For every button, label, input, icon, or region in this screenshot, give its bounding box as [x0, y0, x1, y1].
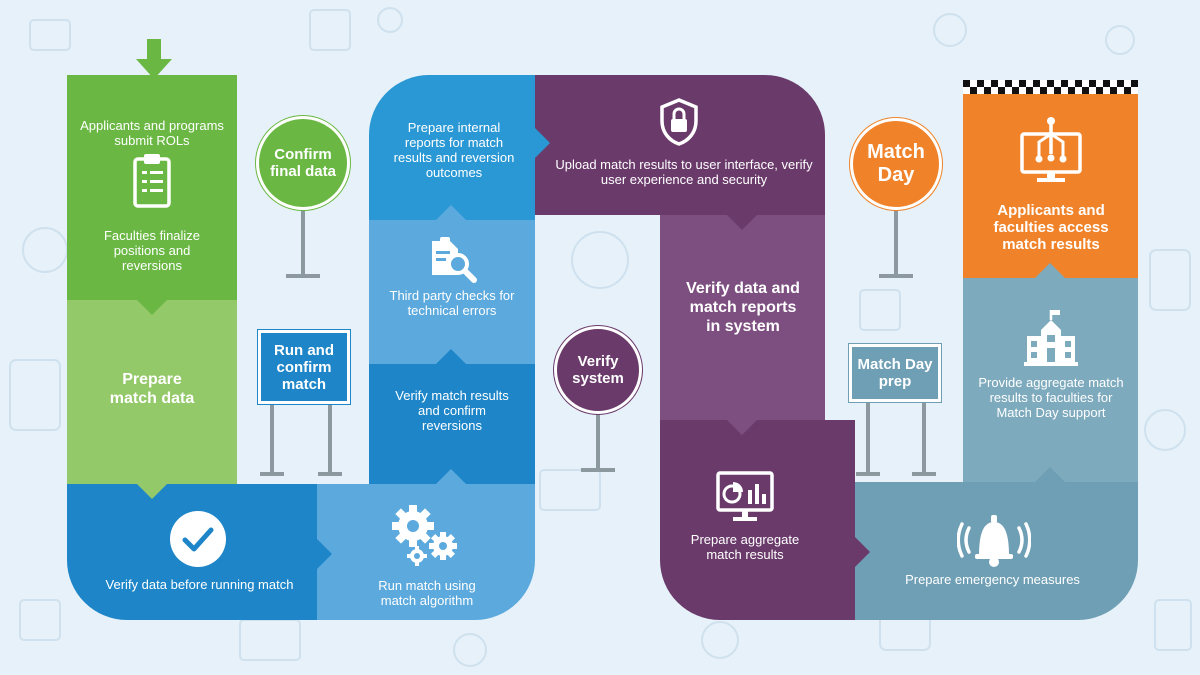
sign-verify-system: Verify system [554, 326, 642, 414]
match-day-prep-pole-left [866, 398, 870, 474]
step-provide-aggregate-label: Provide aggregate match results to facul… [978, 375, 1124, 420]
step-verify-reversions-label: Verify match results and confirm reversi… [395, 388, 509, 433]
step-internal-reports-label: Prepare internal reports for match resul… [393, 120, 515, 180]
sign-match-day-prep-label: Match Day prep [857, 356, 933, 390]
sign-match-day-prep: Match Day prep [849, 344, 941, 402]
step-finalize-label: Faculties finalize positions and reversi… [103, 228, 201, 273]
step-run-match-algorithm-tile: Run match using match algorithm [317, 484, 535, 620]
verify-system-base [581, 468, 615, 472]
step-emergency-measures-label: Prepare emergency measures [905, 572, 1080, 587]
checkmark-circle-icon [170, 511, 226, 567]
step-provide-aggregate-tile: Provide aggregate match results to facul… [963, 278, 1138, 482]
step-submit-rols-label: Applicants and programs submit ROLs [80, 118, 224, 148]
shield-lock-icon [660, 98, 698, 146]
down-arrow-icon [136, 39, 172, 79]
match-day-prep-base-left [856, 472, 880, 476]
sign-match-day-label: Match Day [867, 141, 925, 186]
step-aggregate-results-label: Prepare aggregate match results [690, 532, 800, 562]
match-day-prep-base-right [912, 472, 936, 476]
step-internal-reports-tile: Prepare internal reports for match resul… [369, 75, 535, 220]
match-day-base [879, 274, 913, 278]
gears-icon [392, 505, 457, 566]
run-confirm-base-right [318, 472, 342, 476]
confirm-final-base [286, 274, 320, 278]
sign-run-confirm: Run and confirm match [258, 330, 350, 404]
checkered-flag-icon [963, 80, 1138, 94]
step-third-party-checks-label: Third party checks for technical errors [389, 288, 515, 318]
sign-verify-system-label: Verify system [572, 353, 624, 387]
run-confirm-base-left [260, 472, 284, 476]
step-upload-results-tile: Upload match results to user interface, … [535, 75, 825, 215]
match-day-prep-pole-right [922, 398, 926, 474]
step-verify-reversions-tile: Verify match results and confirm reversi… [369, 364, 535, 484]
match-day-pole [894, 200, 898, 276]
monitor-chart-icon [716, 471, 774, 521]
clipboard-icon [133, 154, 171, 208]
step-access-results-tile: Applicants and faculties access match re… [963, 94, 1138, 278]
sign-match-day: Match Day [850, 118, 942, 210]
step-verify-reports-label: Verify data and match reports in system [686, 280, 800, 335]
building-icon [1024, 310, 1078, 366]
step-prepare-match-data-label: Prepare match data [109, 371, 195, 407]
step-verify-reports-tile: Verify data and match reports in system [660, 215, 825, 420]
step-third-party-checks-tile: Third party checks for technical errors [369, 220, 535, 364]
verify-system-pole [596, 400, 600, 470]
step-emergency-measures-tile: Prepare emergency measures [855, 482, 1138, 620]
sign-confirm-final: Confirm final data [256, 116, 350, 210]
step-submit-rols-tile: Applicants and programs submit ROLs Facu… [67, 75, 237, 300]
run-confirm-pole-right [328, 400, 332, 474]
confirm-final-pole [301, 190, 305, 276]
step-verify-before-match-label: Verify data before running match [105, 577, 294, 592]
step-prepare-match-data-tile: Prepare match data [67, 300, 237, 484]
alarm-bell-icon [957, 515, 1031, 567]
step-run-match-algorithm-label: Run match using match algorithm [378, 578, 476, 608]
step-upload-results-label: Upload match results to user interface, … [555, 157, 813, 187]
sign-run-confirm-label: Run and confirm match [274, 341, 334, 393]
step-access-results-label: Applicants and faculties access match re… [993, 202, 1109, 253]
document-search-icon [432, 237, 477, 283]
sign-confirm-final-label: Confirm final data [270, 146, 336, 180]
run-confirm-pole-left [270, 400, 274, 474]
step-verify-before-match-tile: Verify data before running match [67, 484, 317, 620]
step-aggregate-results-tile: Prepare aggregate match results [660, 420, 855, 620]
screen-network-icon [1020, 117, 1082, 182]
